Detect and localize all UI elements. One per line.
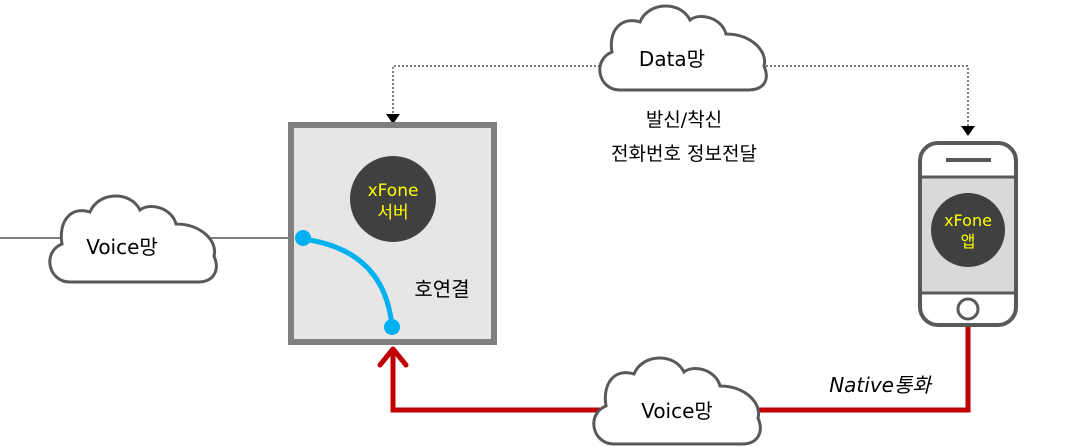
voice-network-cloud-bottom: Voice망 xyxy=(592,356,762,446)
phone-home-button xyxy=(956,297,980,321)
phone-device: xFone 앱 xyxy=(918,141,1018,327)
data-line-to-server xyxy=(392,65,600,118)
data-network-cloud: Data망 xyxy=(598,4,768,92)
info-transfer-line2: 전화번호 정보전달 xyxy=(611,143,757,165)
arrow-down-server-icon xyxy=(386,114,400,124)
app-label-line1: xFone xyxy=(944,211,992,230)
info-transfer-line1: 발신/착신 xyxy=(646,109,722,131)
app-label-line2: 앱 xyxy=(961,232,976,251)
call-connection-arc xyxy=(302,236,395,328)
server-label-line2: 서버 xyxy=(377,203,408,223)
call-connection-label: 호연결 xyxy=(414,277,469,301)
xfone-app-circle xyxy=(931,193,1005,267)
arrow-up-server-icon xyxy=(377,346,409,368)
arrow-down-phone-icon xyxy=(961,126,975,136)
native-call-label: Native통화 xyxy=(829,373,932,397)
voice-network-left-label: Voice망 xyxy=(86,235,158,259)
connection-endpoint-left xyxy=(295,230,311,246)
xfone-server-circle xyxy=(350,156,436,242)
connection-endpoint-bottom xyxy=(384,319,400,335)
data-network-label: Data망 xyxy=(639,47,705,71)
voice-network-cloud-left: Voice망 xyxy=(48,194,218,284)
server-label-line1: xFone xyxy=(368,181,419,201)
voice-network-bottom-label: Voice망 xyxy=(641,399,713,423)
data-line-to-phone xyxy=(766,65,969,128)
